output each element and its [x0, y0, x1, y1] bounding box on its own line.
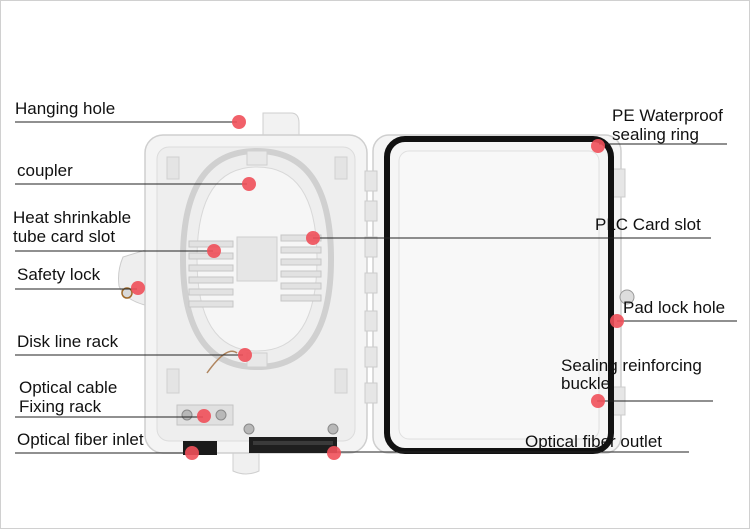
marker-heat-shrink [207, 244, 221, 258]
label-pe-ring-line2: sealing ring [612, 125, 699, 144]
label-fiber-outlet: Optical fiber outlet [525, 432, 663, 451]
label-heat-shrink-line1: Heat shrinkable [13, 208, 132, 227]
label-optical-cable-line2: Fixing rack [19, 397, 102, 416]
marker-pad-lock [610, 314, 624, 328]
leader-lines [15, 121, 737, 454]
marker-coupler [242, 177, 256, 191]
label-hanging-hole: Hanging hole [15, 99, 116, 118]
callout-markers [131, 115, 624, 460]
safety-lock-hole-icon [121, 287, 133, 299]
label-optical-cable-line1: Optical cable [19, 378, 118, 397]
marker-fiber-inlet [185, 446, 199, 460]
label-sealing-buckle-line2: buckle [561, 374, 611, 393]
marker-pe-ring [591, 139, 605, 153]
box-lid [364, 134, 635, 454]
marker-safety-lock [131, 281, 145, 295]
label-disk-line-rack: Disk line rack [17, 332, 119, 351]
marker-cable-fixing-rack [197, 409, 211, 423]
marker-disk-line-rack [238, 348, 252, 362]
label-safety-lock: Safety lock [17, 265, 101, 284]
marker-fiber-outlet [327, 446, 341, 460]
label-heat-shrink-line2: tube card slot [13, 227, 116, 246]
label-plc-slot: PLC Card slot [595, 215, 701, 234]
marker-sealing-buckle [591, 394, 605, 408]
marker-plc-slot [306, 231, 320, 245]
label-pe-ring-line1: PE Waterproof [612, 106, 723, 125]
label-coupler: coupler [17, 161, 73, 180]
box-base [118, 112, 368, 475]
label-sealing-buckle-line1: Sealing reinforcing [561, 356, 702, 375]
label-fiber-inlet: Optical fiber inlet [17, 430, 144, 449]
marker-hanging-hole [232, 115, 246, 129]
label-pad-lock: Pad lock hole [623, 298, 726, 317]
